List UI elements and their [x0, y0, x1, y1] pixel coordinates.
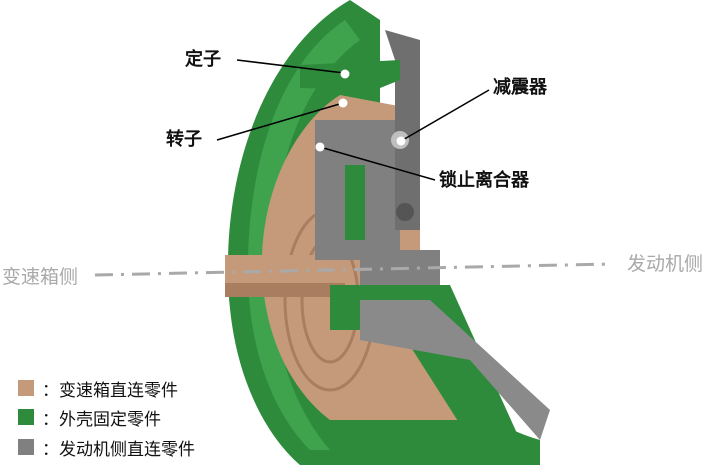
label-transmission-side: 变速箱侧 [2, 266, 79, 288]
dot-rotor [338, 98, 348, 108]
legend-swatch-green [18, 409, 34, 425]
dot-lockup [315, 142, 325, 152]
label-rotor: 转子 [166, 129, 202, 150]
label-engine-side: 发动机侧 [627, 253, 704, 275]
label-damper: 减震器 [493, 77, 547, 98]
leader-rotor [216, 102, 344, 141]
dot-stator [340, 69, 350, 79]
axis-line [94, 262, 613, 277]
leader-stator [236, 59, 345, 74]
label-stator: 定子 [185, 49, 221, 70]
damper-assembly [385, 30, 420, 230]
legend-text: ：发动机侧直连零件 [42, 439, 195, 460]
leader-lockup [319, 146, 436, 181]
legend-swatch-gray [18, 439, 34, 455]
shaft-shadow [225, 283, 345, 297]
legend-text: ：变速箱直连零件 [42, 380, 178, 401]
label-lockup-clutch: 锁止离合器 [439, 170, 529, 191]
legend-item-engine: ：发动机侧直连零件 [18, 435, 195, 460]
dot-damper [396, 136, 406, 146]
bolt [396, 203, 414, 221]
legend-item-transmission: ：变速箱直连零件 [18, 376, 178, 401]
clutch-plate-green [345, 165, 365, 240]
gray-lower-stack [360, 300, 550, 440]
legend-item-housing: ：外壳固定零件 [18, 405, 161, 430]
legend-swatch-tan [18, 380, 34, 396]
stator [300, 60, 400, 90]
legend-text: ：外壳固定零件 [42, 409, 161, 430]
leader-damper [400, 89, 490, 142]
